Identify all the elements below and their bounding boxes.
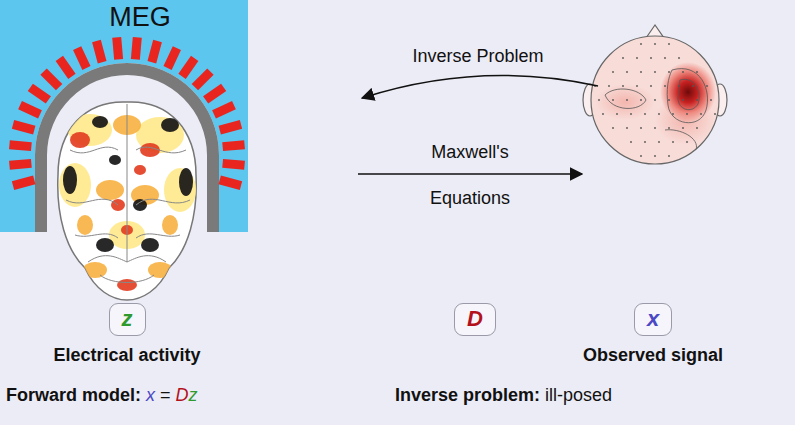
symbol-box: D — [454, 303, 496, 336]
variable-node: zElectrical activity — [53, 303, 200, 366]
helmet-shape — [0, 0, 248, 232]
formula-note: Forward model: x = Dz — [6, 384, 198, 406]
symbol-box: z — [109, 303, 146, 336]
meg-helmet: MEG — [0, 0, 248, 232]
inverse-arrow — [362, 75, 598, 98]
variable-node: xObserved signal — [583, 303, 723, 366]
symbol-box: x — [634, 303, 672, 336]
variable-node: D — [454, 303, 496, 336]
arrow-label: Maxwell's Equations — [414, 129, 526, 221]
arrow-label: Inverse Problem — [412, 45, 543, 67]
forward-arrow — [358, 173, 582, 175]
node-heading: Electrical activity — [53, 344, 200, 366]
node-heading: Observed signal — [583, 344, 723, 366]
note: Inverse problem: ill-posed — [395, 384, 612, 406]
instrument-label: MEG — [0, 2, 280, 32]
